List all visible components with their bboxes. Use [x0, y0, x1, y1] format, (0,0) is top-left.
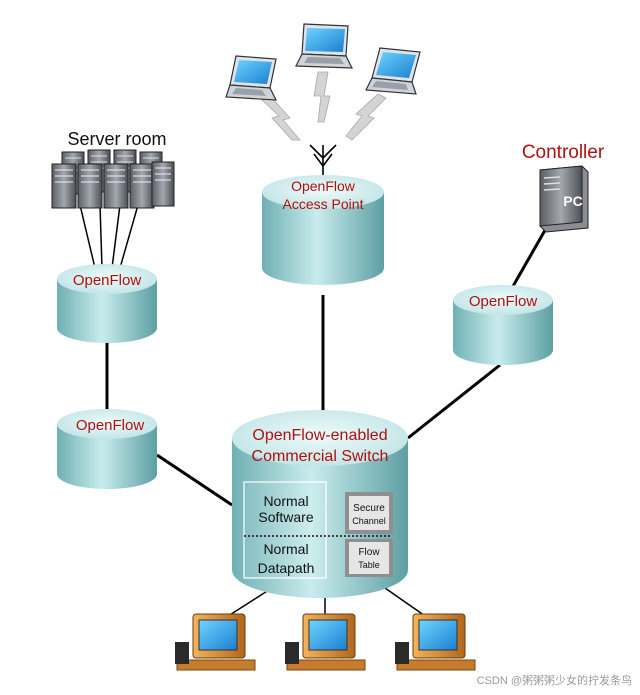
commercial-switch-cylinder: OpenFlow-enabled Commercial Switch Norma… — [232, 410, 408, 598]
access-point-cylinder: OpenFlow Access Point — [262, 175, 384, 285]
desktop-pc-icon — [175, 613, 256, 671]
link-left-openflow-to-switch — [156, 453, 233, 507]
controller-pc-icon: PC — [539, 165, 589, 233]
server-icon — [77, 163, 103, 209]
laptop-icon — [365, 47, 421, 95]
desktop-pc-icon — [285, 613, 366, 671]
secure-channel-line1: Secure — [353, 503, 385, 514]
openflow-server-label: OpenFlow — [73, 272, 142, 289]
openflow-right-cylinder: OpenFlow — [453, 285, 553, 365]
flow-table-line2: Table — [358, 560, 380, 570]
server-rack-icons — [51, 149, 175, 209]
link-right-openflow-to-switch — [407, 363, 501, 440]
antenna-icon — [309, 144, 337, 175]
server-icon — [103, 163, 129, 209]
server-icon — [51, 163, 77, 209]
controller-label: Controller — [522, 142, 605, 163]
link-controller-to-right-openflow — [510, 224, 550, 289]
server-icon — [129, 163, 155, 209]
secure-channel-line2: Channel — [352, 516, 386, 526]
openflow-server-cylinder: OpenFlow — [57, 264, 157, 343]
normal-software-line2: Software — [258, 509, 313, 525]
secure-channel-box: Secure Channel — [345, 492, 393, 534]
watermark-text: CSDN @粥粥粥少女的拧发条鸟 — [477, 673, 632, 687]
flow-table-line1: Flow — [358, 547, 380, 558]
switch-internal-panel — [243, 481, 327, 579]
pc-label: PC — [563, 193, 582, 209]
openflow-right-label: OpenFlow — [469, 293, 538, 310]
openflow-left-cylinder: OpenFlow — [57, 409, 157, 489]
normal-datapath-line2: Datapath — [258, 560, 315, 576]
server-cables — [79, 204, 139, 269]
wireless-signals — [261, 71, 387, 141]
flow-table-box: Flow Table — [345, 539, 393, 577]
access-point-label-line1: OpenFlow — [291, 178, 356, 194]
switch-label-line1: OpenFlow-enabled — [252, 427, 387, 444]
openflow-left-label: OpenFlow — [76, 417, 145, 434]
normal-software-line1: Normal — [263, 493, 308, 509]
server-room-label: Server room — [67, 129, 166, 149]
switch-label-line2: Commercial Switch — [252, 448, 389, 465]
desktop-pc-icon — [395, 613, 476, 671]
laptop-icon — [225, 55, 278, 101]
laptop-icon — [295, 23, 353, 69]
connection-lines — [105, 224, 550, 507]
normal-datapath-line1: Normal — [263, 541, 308, 557]
server-icon — [151, 161, 175, 207]
access-point-label-line2: Access Point — [283, 196, 364, 212]
